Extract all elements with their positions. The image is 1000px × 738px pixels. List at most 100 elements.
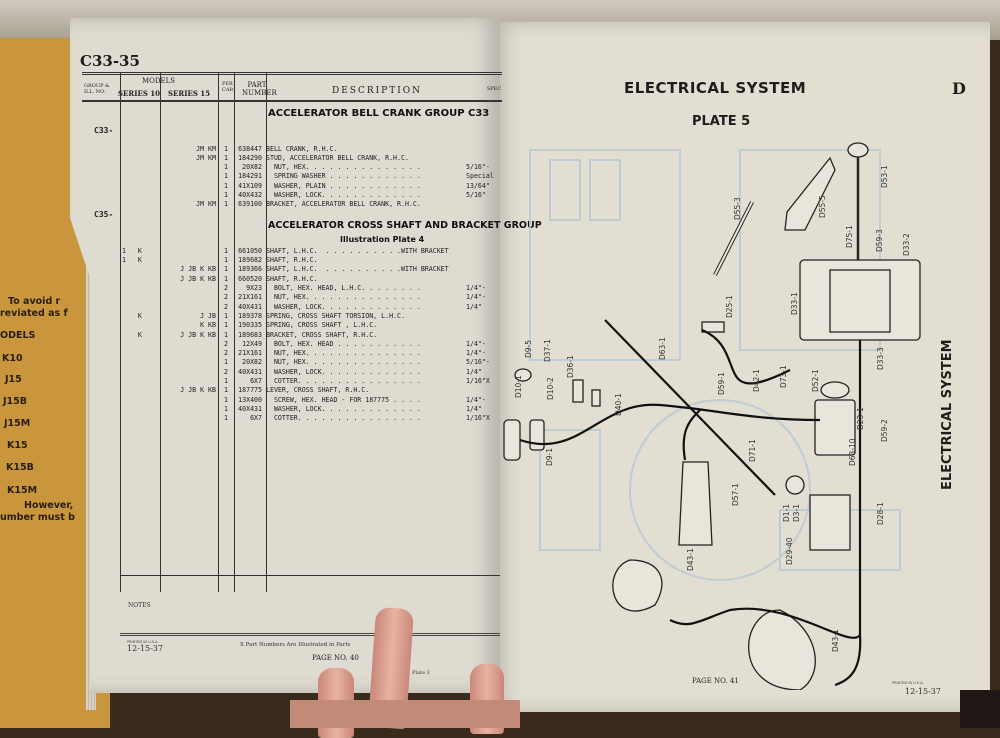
- spec-cell: 13/64": [466, 181, 490, 190]
- series15-cell: [160, 172, 218, 181]
- group-cell: [92, 358, 120, 367]
- diagram-label: D57-1: [731, 483, 740, 506]
- diagram-label: D55-5: [818, 195, 827, 218]
- series15-cell: [160, 358, 218, 367]
- description-cell: WASHER, LOCK. . . . . . . . . . . . .: [266, 404, 421, 413]
- print-date: 12-15-37: [127, 644, 163, 653]
- spec-cell: 1/4"-: [466, 395, 486, 404]
- diagram-label: D33-1: [790, 292, 799, 315]
- group-cell: [92, 154, 120, 163]
- series15-cell: K KB: [200, 321, 216, 330]
- part-number-cell: 40X432: [238, 191, 262, 200]
- column-divider: [160, 72, 161, 592]
- series15-cell: J JB K KB: [180, 386, 216, 395]
- spec-cell: 1/16"X: [466, 414, 490, 423]
- description-cell: NUT, HEX. . . . . . . . . . . . . . .: [266, 358, 421, 367]
- cover-model: K15B: [6, 462, 34, 473]
- group-cell: [92, 377, 120, 386]
- per-car-cell: 2: [224, 367, 228, 376]
- empty-cell: [218, 126, 234, 135]
- group-cell: [92, 163, 120, 172]
- cover-model: J15B: [3, 396, 27, 407]
- series10-cell: [120, 405, 160, 414]
- part-number-cell: 189366: [238, 265, 262, 274]
- series15-cell: [160, 247, 218, 256]
- group-cell: [92, 331, 120, 340]
- description-cell: NUT, HEX. . . . . . . . . . . . . . .: [266, 163, 421, 172]
- hand: [290, 700, 520, 728]
- series10-cell: [120, 303, 160, 312]
- wiring: [519, 319, 862, 687]
- part-number-cell: 21X161: [238, 349, 262, 358]
- series10-cell: [120, 377, 160, 386]
- series15-cell: [160, 405, 218, 414]
- cover-text: reviated as f: [0, 308, 68, 319]
- group-cell: [92, 321, 120, 330]
- series15-cell: J JB K KB: [180, 274, 216, 283]
- description-cell: STUD, ACCELERATOR BELL CRANK, R.H.C.: [266, 153, 409, 162]
- part-number-cell: 660520: [238, 274, 262, 283]
- per-car-cell: 1: [224, 153, 228, 162]
- series10-cell: [120, 265, 160, 274]
- series15-cell: JM KM: [196, 144, 216, 153]
- description-cell: SHAFT, R.H.C.: [266, 274, 318, 283]
- diagram-label: D29-40: [785, 537, 794, 565]
- column-divider: [218, 72, 219, 592]
- group-number: C33-: [94, 126, 114, 135]
- part-number-cell: 40X431: [238, 302, 262, 311]
- series10-cell: 1 K: [122, 246, 142, 255]
- part-number-cell: 184291: [238, 172, 262, 181]
- left-page: [70, 18, 500, 693]
- components: [503, 142, 921, 690]
- diagram-label: D33-2: [902, 233, 911, 256]
- group-cell: [92, 191, 120, 200]
- series10-cell: [120, 200, 160, 209]
- part-number-cell: 661050: [238, 246, 262, 255]
- section-row: C33-: [92, 126, 496, 135]
- part-number-cell: 40X431: [238, 367, 262, 376]
- description-cell: WASHER, LOCK. . . . . . . . . . . . .: [266, 191, 421, 200]
- group-cell: [92, 145, 120, 154]
- diagram-label: D52-1: [811, 369, 820, 392]
- cover-text: However,: [24, 500, 74, 511]
- part-number-cell: 639100: [238, 200, 262, 209]
- header-per-car: PER CAR: [222, 81, 234, 93]
- series10-cell: [120, 154, 160, 163]
- diagram-label: D3-1: [792, 503, 801, 522]
- cover-model: K10: [2, 353, 23, 364]
- series10-cell: [120, 191, 160, 200]
- part-number-cell: 20X82: [242, 163, 262, 172]
- empty-cell: [120, 210, 160, 219]
- part-number-cell: 13X400: [238, 395, 262, 404]
- diagram-label: D33-3: [876, 347, 885, 370]
- series15-cell: JM KM: [196, 153, 216, 162]
- part-number-cell: 189683: [238, 330, 262, 339]
- series10-cell: [120, 349, 160, 358]
- series10-cell: [120, 293, 160, 302]
- cover-text: umber must b: [0, 512, 75, 523]
- series10-cell: [120, 182, 160, 191]
- series10-cell: [120, 386, 160, 395]
- series10-cell: [120, 172, 160, 181]
- plate-title: ELECTRICAL SYSTEM: [624, 79, 807, 97]
- spacer-cell: [92, 135, 496, 144]
- printed-label: PRINTED IN U.S.A.: [892, 681, 924, 685]
- empty-cell: [234, 210, 264, 219]
- spacer-cell: [92, 238, 496, 247]
- diagram-label: D43-1: [686, 548, 695, 571]
- spec-cell: 1/16"X: [466, 377, 490, 386]
- series15-cell: [160, 414, 218, 423]
- per-car-cell: 1: [224, 265, 228, 274]
- series10-cell: [120, 284, 160, 293]
- diagram-label: D25-1: [725, 295, 734, 318]
- diagram-label: D36-1: [566, 355, 575, 378]
